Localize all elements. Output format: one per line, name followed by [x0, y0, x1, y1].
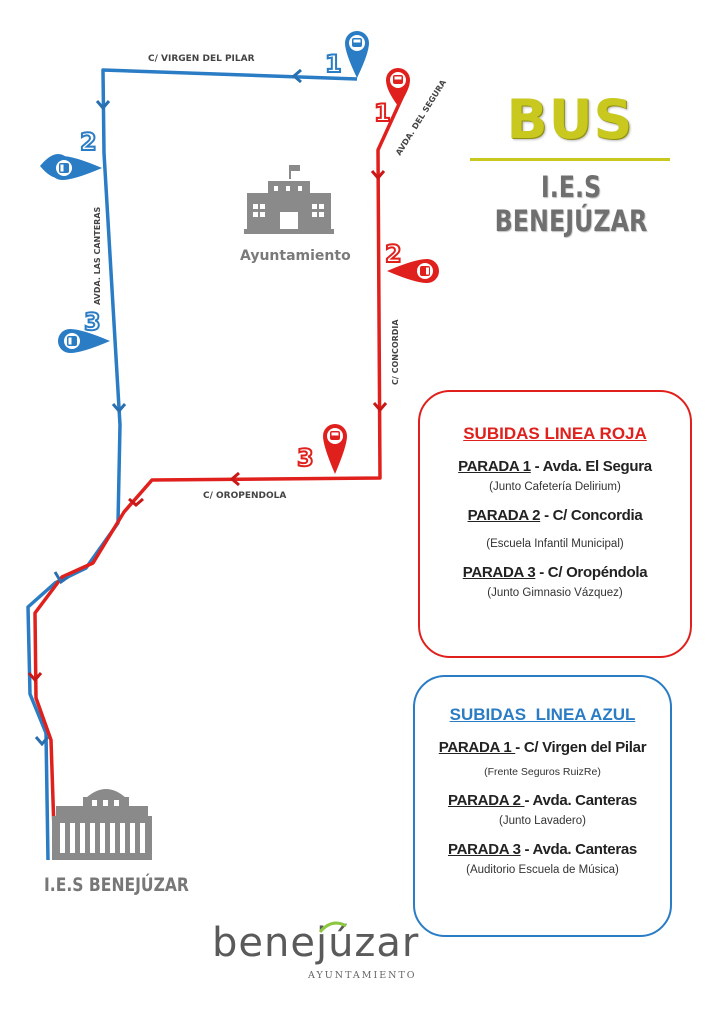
town-logo-subtitle: AYUNTAMIENTO	[308, 970, 417, 981]
blue-direction-arrow	[53, 571, 69, 585]
stop-number: PARADA 2	[448, 792, 525, 809]
red-marker-number: 3	[297, 444, 314, 472]
stop-name: C/ Virgen del Pilar	[523, 739, 647, 756]
red-line-info-box: SUBIDAS LINEA ROJA PARADA 1 - Avda. El S…	[418, 390, 692, 658]
red-direction-arrow	[370, 170, 386, 181]
stop-number: PARADA 3	[448, 841, 521, 858]
blue-stop-2: PARADA 2 - Avda. Canteras	[415, 792, 670, 809]
red-direction-arrow	[372, 402, 388, 413]
red-bus-stop-2-marker	[387, 259, 439, 283]
blue-bus-stop-1-marker	[345, 31, 369, 78]
blue-stop-3: PARADA 3 - Avda. Canteras	[415, 841, 670, 858]
red-stop-3: PARADA 3 - C/ Oropéndola	[420, 564, 690, 581]
stop-number: PARADA 1	[438, 739, 516, 756]
blue-marker-number: 2	[80, 128, 97, 156]
street-label-virgen-del-pilar: C/ VIRGEN DEL PILAR	[148, 54, 255, 64]
school-building-icon	[52, 789, 152, 860]
red-direction-arrow	[128, 497, 144, 507]
blue-line-title: SUBIDAS LINEA AZUL	[449, 705, 636, 724]
red-bus-stop-3-marker	[323, 424, 347, 474]
blue-direction-arrow	[111, 403, 127, 414]
blue-direction-arrow	[291, 68, 302, 84]
blue-stop-1: PARADA 1 - C/ Virgen del Pilar	[415, 739, 670, 756]
stop-number: PARADA 2	[467, 507, 541, 524]
stop-name: C/ Oropéndola	[547, 564, 648, 581]
title-divider	[470, 158, 670, 161]
street-label-oropendola: C/ OROPENDOLA	[203, 491, 286, 501]
red-direction-arrow	[229, 471, 240, 487]
town-hall-label: Ayuntamiento	[240, 248, 351, 264]
red-stop-2-note: (Escuela Infantil Municipal)	[486, 538, 624, 550]
stop-separator: -	[515, 739, 524, 756]
red-stop-2: PARADA 2 - C/ Concordia	[420, 507, 690, 524]
town-hall-building-icon	[244, 165, 334, 234]
blue-stop-2-note: (Junto Lavadero)	[499, 815, 586, 827]
town-logo-accent-icon	[318, 921, 347, 934]
red-stop-1-note: (Junto Cafetería Delirium)	[489, 481, 621, 493]
stop-separator: -	[540, 507, 553, 524]
town-logo-wordmark: benejúzar	[212, 920, 420, 966]
stop-name: Avda. Canteras	[532, 841, 638, 858]
stop-number: PARADA 1	[458, 458, 531, 475]
stop-separator: -	[524, 792, 533, 809]
header-title: BUS	[506, 88, 634, 151]
stop-number: PARADA 3	[462, 564, 536, 581]
stop-name: Avda. El Segura	[542, 458, 652, 475]
blue-direction-arrow	[95, 100, 111, 111]
blue-stop-3-note: (Auditorio Escuela de Música)	[466, 864, 619, 876]
blue-bus-stop-2-marker	[40, 154, 102, 180]
blue-marker-number: 1	[325, 50, 342, 78]
red-marker-number: 1	[374, 99, 391, 127]
blue-stop-1-note: (Frente Seguros RuizRe)	[484, 766, 601, 778]
red-stop-3-note: (Junto Gimnasio Vázquez)	[487, 587, 623, 599]
school-label: I.E.S BENEJÚZAR	[44, 874, 189, 896]
blue-marker-number: 3	[84, 308, 101, 336]
red-direction-arrow	[27, 672, 43, 683]
header-subtitle: I.E.S BENEJÚZAR	[494, 170, 648, 238]
red-bus-stop-1-marker	[386, 68, 410, 106]
stop-separator: -	[520, 841, 533, 858]
stop-name: C/ Concordia	[552, 507, 643, 524]
street-label-concordia: C/ CONCORDIA	[391, 319, 400, 385]
red-stop-1: PARADA 1 - Avda. El Segura	[420, 458, 690, 475]
blue-direction-arrow	[34, 736, 50, 747]
red-line-title: SUBIDAS LINEA ROJA	[463, 424, 647, 443]
stop-separator: -	[530, 458, 543, 475]
stop-name: Avda. Canteras	[532, 792, 638, 809]
blue-bus-stop-3-marker	[58, 329, 110, 353]
stop-separator: -	[535, 564, 548, 581]
red-route-line	[33, 90, 407, 861]
red-marker-number: 2	[385, 240, 402, 268]
blue-line-info-box: SUBIDAS LINEA AZUL PARADA 1 - C/ Virgen …	[413, 675, 672, 937]
street-label-avda-las-canteras: AVDA. LAS CANTERAS	[93, 206, 102, 305]
